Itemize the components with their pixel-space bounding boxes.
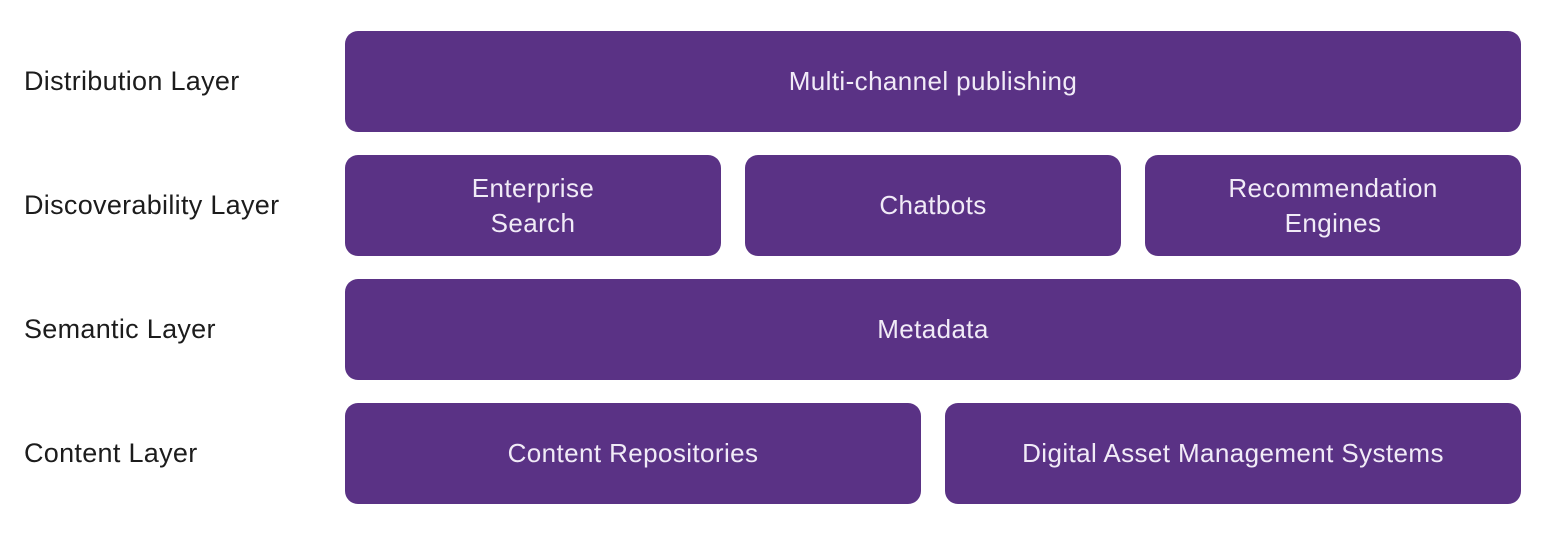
box-enterprise-search: Enterprise Search (345, 155, 721, 256)
box-label: Recommendation Engines (1228, 173, 1438, 238)
box-recommendation-engines: Recommendation Engines (1145, 155, 1521, 256)
box-digital-asset-management-systems: Digital Asset Management Systems (945, 403, 1521, 504)
box-label: Enterprise Search (471, 173, 595, 238)
layer-label-discoverability: Discoverability Layer (24, 190, 280, 220)
box-chatbots: Chatbots (745, 155, 1121, 256)
layer-row-discoverability: Discoverability Layer Enterprise Search … (24, 155, 1521, 256)
boxes-semantic: Metadata (345, 279, 1521, 380)
box-label: Metadata (877, 314, 989, 345)
boxes-distribution: Multi-channel publishing (345, 31, 1521, 132)
box-label: Digital Asset Management Systems (1022, 438, 1444, 469)
box-label: Content Repositories (507, 438, 759, 469)
layer-row-content: Content Layer Content Repositories Digit… (24, 403, 1521, 504)
box-label: Chatbots (879, 190, 987, 221)
layer-label-semantic: Semantic Layer (24, 314, 216, 344)
boxes-discoverability: Enterprise Search Chatbots Recommendatio… (345, 155, 1521, 256)
box-content-repositories: Content Repositories (345, 403, 921, 504)
box-multi-channel-publishing: Multi-channel publishing (345, 31, 1521, 132)
box-metadata: Metadata (345, 279, 1521, 380)
layer-label-distribution: Distribution Layer (24, 66, 240, 96)
boxes-content: Content Repositories Digital Asset Manag… (345, 403, 1521, 504)
box-label: Multi-channel publishing (788, 66, 1078, 97)
layer-row-semantic: Semantic Layer Metadata (24, 279, 1521, 380)
layer-row-distribution: Distribution Layer Multi-channel publish… (24, 31, 1521, 132)
layer-label-content: Content Layer (24, 438, 198, 468)
